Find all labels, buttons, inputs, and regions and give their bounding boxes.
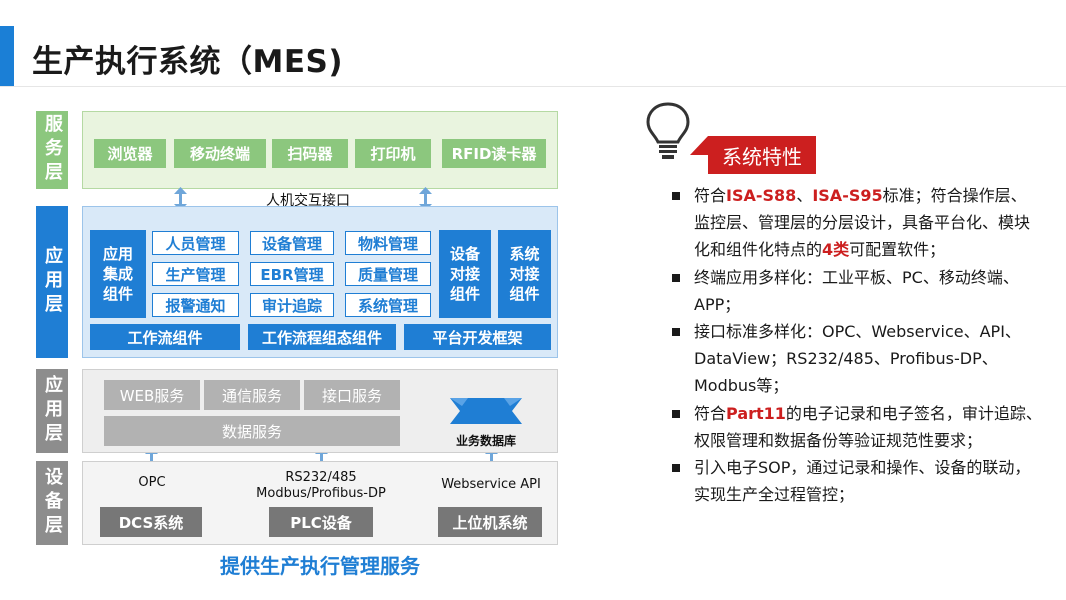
feature-text: 终端应用多样化：工业平板、PC、移动终端、APP； <box>694 267 1019 314</box>
app-grid-cell: 设备管理 <box>250 231 334 255</box>
platform-interface-service: 接口服务 <box>304 380 400 410</box>
service-item-rfid: RFID读卡器 <box>442 139 546 168</box>
app-grid-cell: 生产管理 <box>152 262 239 286</box>
protocol-webservice: Webservice API <box>441 477 541 492</box>
app-grid-cell: 物料管理 <box>345 231 431 255</box>
app-grid-cell: 质量管理 <box>345 262 431 286</box>
app-device-access-component: 设备对接组件 <box>439 230 491 318</box>
device-host: 上位机系统 <box>438 507 542 537</box>
feature-text: 符合 <box>694 403 727 423</box>
app-workflow-config-component: 工作流程组态组件 <box>248 324 396 350</box>
platform-data-service: 数据服务 <box>104 416 400 446</box>
service-item-printer: 打印机 <box>355 139 431 168</box>
feature-highlight: ISA-S95 <box>812 186 883 205</box>
title-accent-bar <box>0 26 14 86</box>
layer-label-application: 应用层 <box>36 206 68 358</box>
protocol-opc: OPC <box>138 475 166 490</box>
layer-label-platform: 应用层 <box>36 369 68 453</box>
app-system-access-component: 系统对接组件 <box>498 230 551 318</box>
feature-highlight: ISA-S88 <box>726 186 797 205</box>
features-title: 系统特性 <box>708 136 816 174</box>
lightbulb-icon <box>646 102 690 159</box>
feature-item: 引入电子SOP，通过记录和操作、设备的联动，实现生产全过程管控； <box>672 454 1042 508</box>
platform-web-service: WEB服务 <box>104 380 200 410</box>
app-grid-cell: 系统管理 <box>345 293 431 317</box>
feature-item: 终端应用多样化：工业平板、PC、移动终端、APP； <box>672 264 1042 318</box>
app-grid-cell: 审计追踪 <box>250 293 334 317</box>
feature-text: 接口标准多样化：OPC、Webservice、API、DataView；RS23… <box>694 322 1021 396</box>
feature-text: 的电子记录和电子签名，审计追踪、权限管理和数据备份等验证规范性要求； <box>694 403 1042 450</box>
business-database-label: 业务数据库 <box>456 434 517 448</box>
layer-label-device: 设备层 <box>36 461 68 545</box>
feature-item: 接口标准多样化：OPC、Webservice、API、DataView；RS23… <box>672 318 1042 400</box>
app-workflow-component: 工作流组件 <box>90 324 240 350</box>
page-title: 生产执行系统（MES) <box>32 44 344 80</box>
feature-text: 标准；符合操作层、监控层、管理层的分层设计，具备平台化、模块化和组件化特点的 <box>694 186 1031 260</box>
app-platform-framework: 平台开发框架 <box>404 324 551 350</box>
layer-label-service: 服务层 <box>36 111 68 189</box>
service-item-browser: 浏览器 <box>94 139 166 168</box>
hmi-interface-label: 人机交互接口 <box>266 193 350 209</box>
feature-text: 、 <box>796 186 813 205</box>
device-plc: PLC设备 <box>269 507 373 537</box>
service-item-scanner: 扫码器 <box>272 139 348 168</box>
features-list: 符合ISA-S88、ISA-S95标准；符合操作层、监控层、管理层的分层设计，具… <box>672 182 1042 508</box>
title-divider <box>0 86 1066 87</box>
features-title-flag <box>690 136 708 155</box>
diagram-footer: 提供生产执行管理服务 <box>220 554 420 578</box>
app-grid-cell: 人员管理 <box>152 231 239 255</box>
feature-text: 可配置软件； <box>849 240 946 260</box>
app-grid-cell: EBR管理 <box>250 262 334 286</box>
feature-text: 引入电子SOP，通过记录和操作、设备的联动，实现生产全过程管控； <box>694 458 1031 505</box>
protocol-serial: RS232/485 Modbus/Profibus-DP <box>256 470 386 501</box>
feature-item: 符合Part11的电子记录和电子签名，审计追踪、权限管理和数据备份等验证规范性要… <box>672 400 1042 454</box>
feature-highlight: Part11 <box>726 403 786 423</box>
service-item-mobile: 移动终端 <box>174 139 266 168</box>
feature-highlight: 4类 <box>822 240 850 260</box>
feature-text: 符合 <box>694 186 727 205</box>
feature-item: 符合ISA-S88、ISA-S95标准；符合操作层、监控层、管理层的分层设计，具… <box>672 182 1042 264</box>
platform-comm-service: 通信服务 <box>204 380 300 410</box>
device-dcs: DCS系统 <box>100 507 202 537</box>
database-icon <box>450 398 522 424</box>
app-grid-cell: 报警通知 <box>152 293 239 317</box>
app-integration-component: 应用集成组件 <box>90 230 146 318</box>
